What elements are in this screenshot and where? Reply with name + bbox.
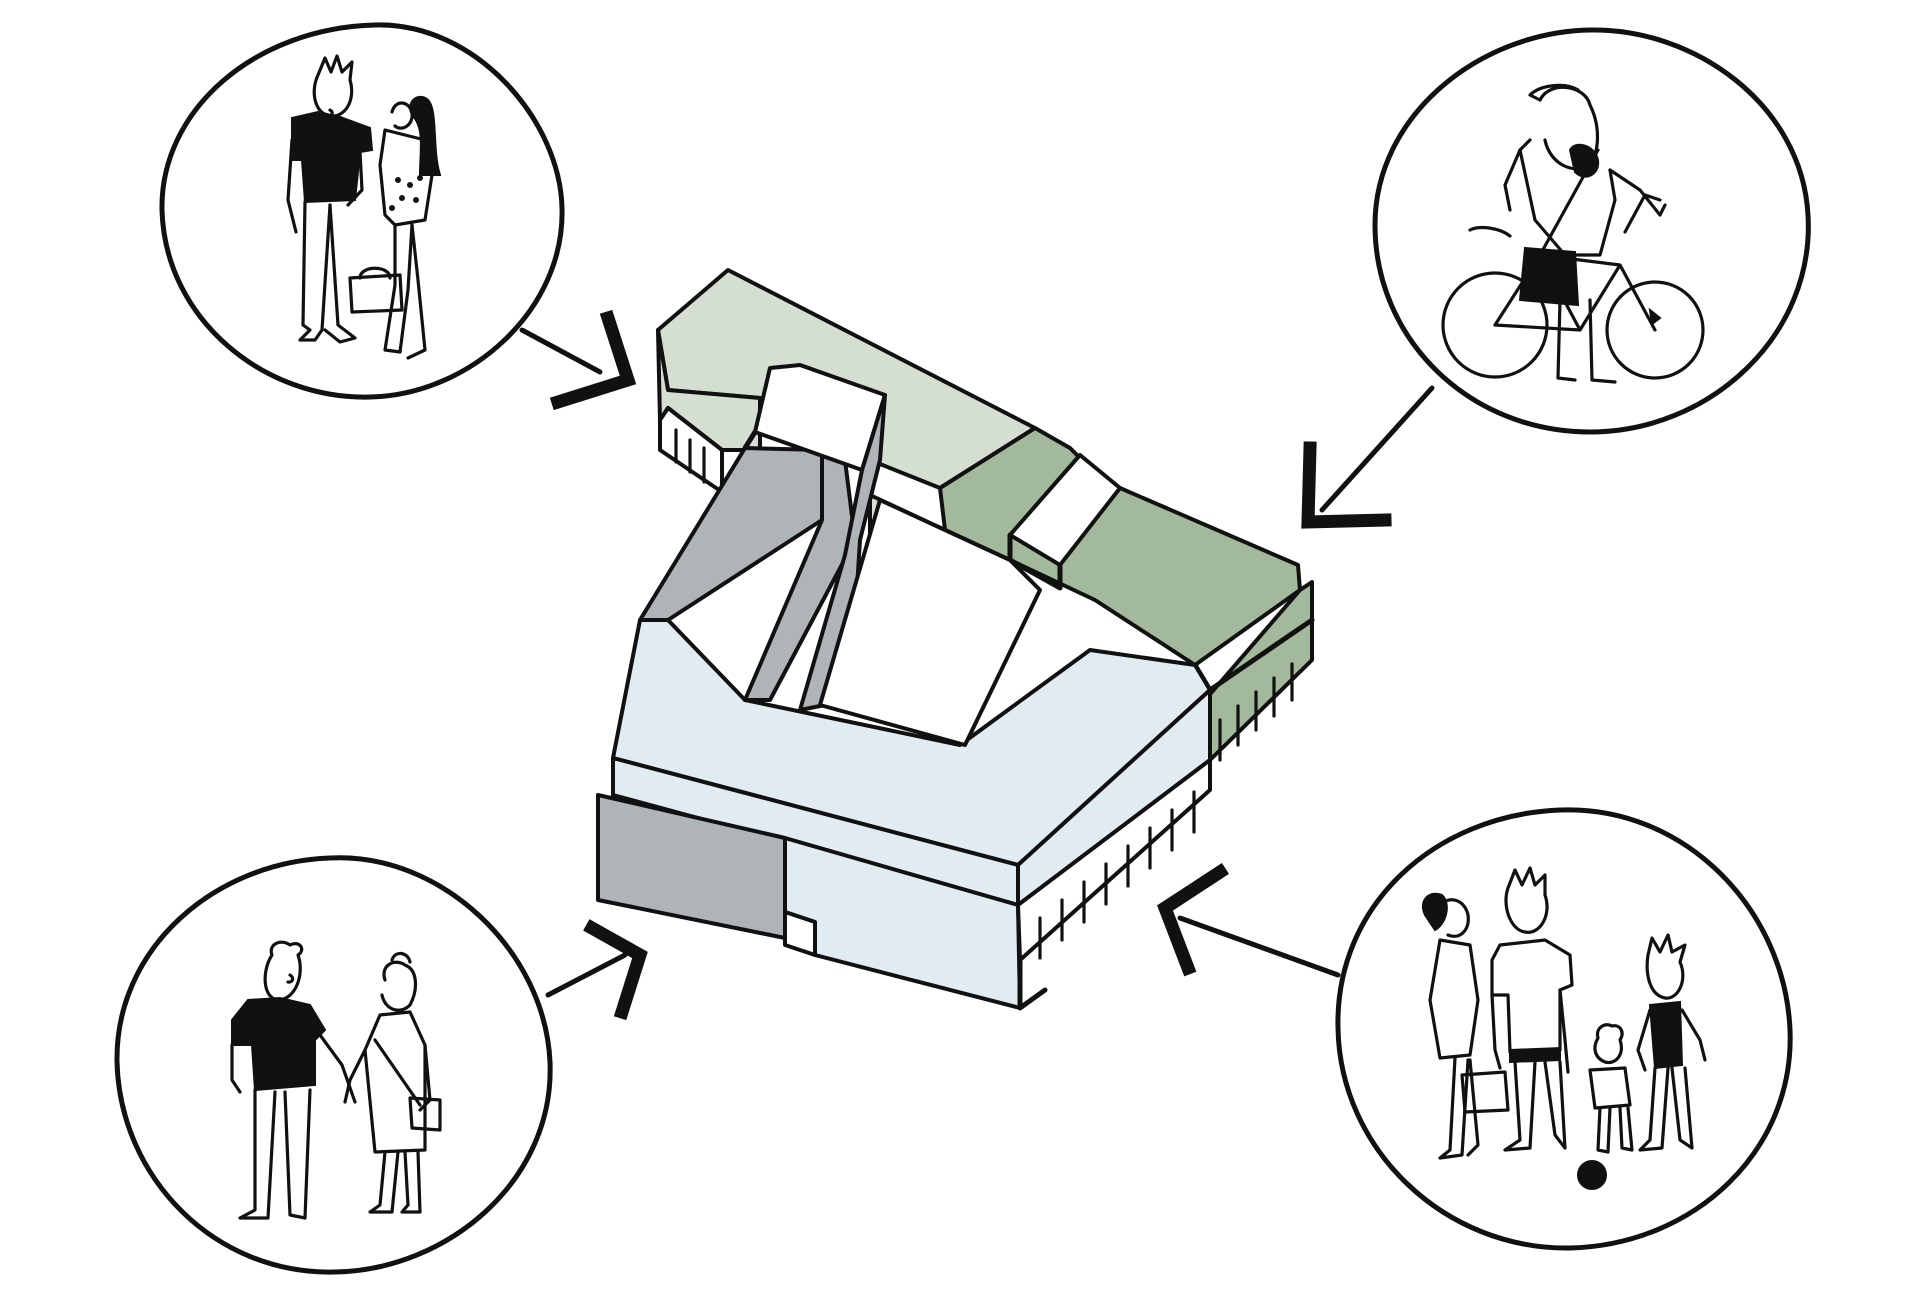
bicycle-front-wheel [1605,280,1705,380]
family-arrow-line [1177,915,1341,978]
south-wing [611,618,1212,1011]
senior-couple-circle [114,855,553,1275]
bicycle-rear-wheel [1441,271,1549,379]
west-wing-notch [783,910,817,957]
young-couple-arrow-line [519,327,603,375]
east-colonnade-columns [1218,662,1294,762]
building-block [596,268,1315,1011]
south-wing-colonnade [1016,758,1212,962]
senior-couple-group [114,855,648,1275]
family-circle [1335,807,1793,1251]
ball-icon [1577,1160,1607,1190]
cyclist-arrow-line [1319,385,1435,513]
young-couple-group [159,22,637,411]
cyclist-arrowhead [1301,441,1392,529]
family-group [1157,807,1793,1251]
senior-couple-arrowhead [583,919,648,1021]
young-couple-arrowhead [549,309,637,411]
east-wing [938,426,1315,762]
north-east-tower [1007,453,1122,591]
senior-couple-icon [230,940,442,1220]
south-wing-roof [611,618,1212,867]
family-icon [1422,866,1707,1190]
west-wing [596,446,857,957]
young-couple-circle [159,22,565,400]
senior-couple-arrow-line [545,952,628,998]
cyclist-icon [1441,83,1705,384]
family-arrowhead [1157,863,1229,977]
cyclist-group [1301,27,1811,529]
cyclist-circle [1372,27,1811,435]
courtyard [818,498,1042,747]
north-colonnade-columns [674,428,706,484]
north-east-tower-top [1008,453,1122,567]
young-couple-icon [286,54,442,360]
south-colonnade-columns [1038,790,1196,960]
